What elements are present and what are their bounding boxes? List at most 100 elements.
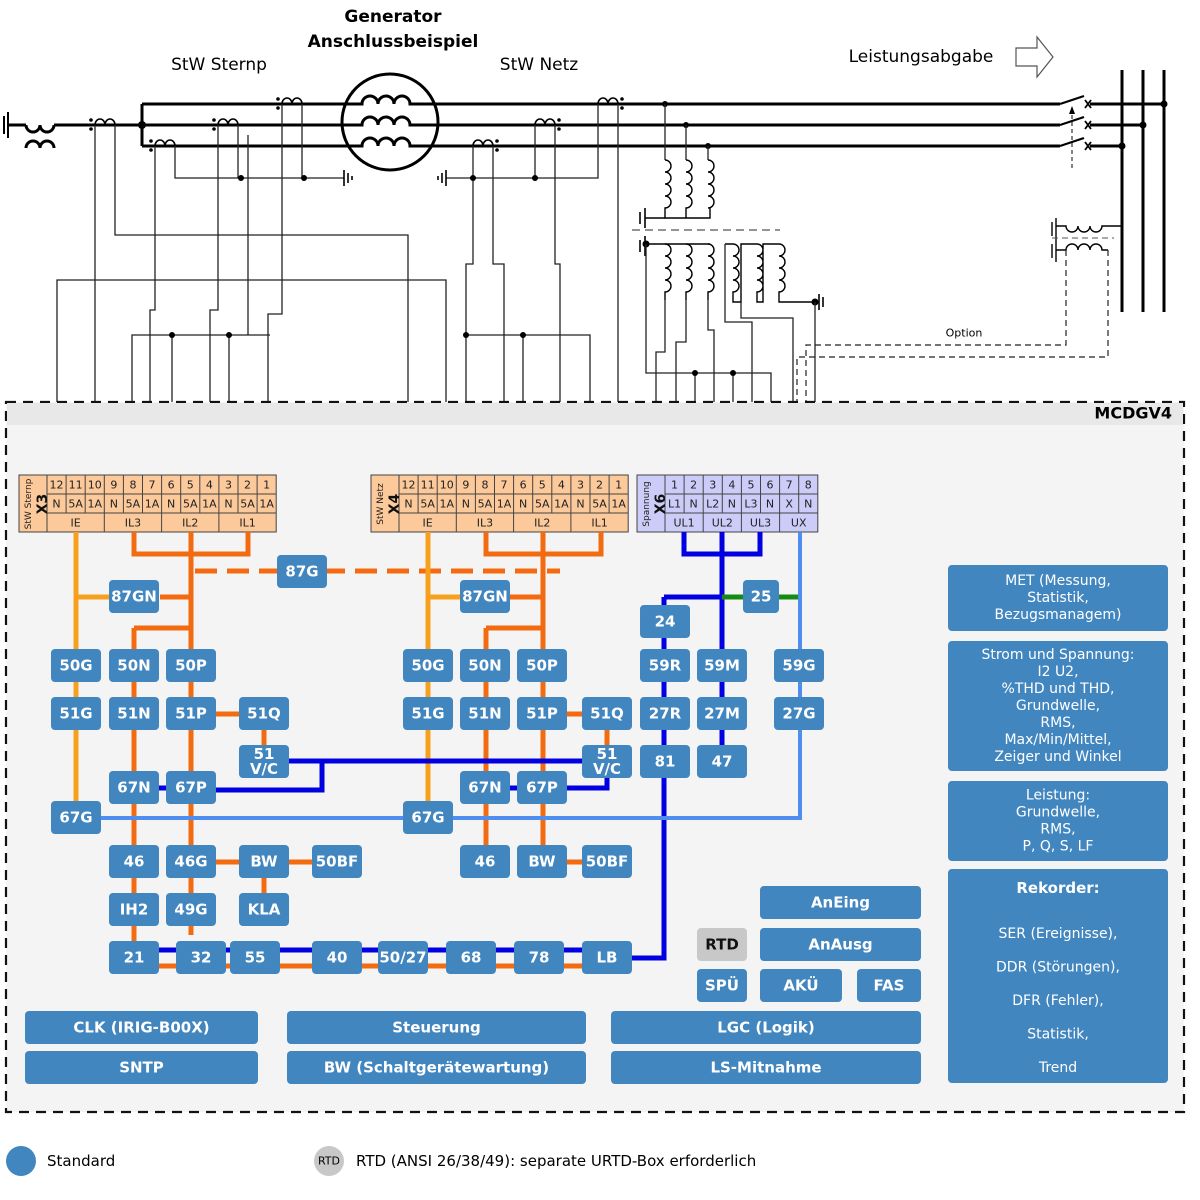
function-label: V/C (593, 760, 621, 778)
function-fkla[interactable]: KLA (239, 893, 289, 926)
function-label: 46 (124, 853, 145, 871)
terminal-pin-number: 6 (520, 479, 527, 492)
terminal-pin-type: N (167, 498, 175, 511)
function-f51p-a[interactable]: 51P (166, 697, 216, 730)
function-f51q-a[interactable]: 51Q (239, 697, 289, 730)
terminal-pin-type: 1A (202, 498, 217, 511)
function-f51p-b[interactable]: 51P (517, 697, 567, 730)
legend-rtd-badge: RTD (318, 1155, 340, 1168)
function-aneing[interactable]: AnEing (760, 886, 921, 919)
function-f50p-b[interactable]: 50P (517, 649, 567, 682)
function-clk[interactable]: CLK (IRIG-B00X) (25, 1011, 258, 1044)
function-f25[interactable]: 25 (743, 580, 779, 613)
terminal-pin-type: N (690, 498, 698, 511)
function-f67g-b[interactable]: 67G (403, 801, 453, 834)
function-rtd[interactable]: RTD (697, 928, 747, 961)
function-f87g[interactable]: 87G (277, 555, 327, 588)
function-f81[interactable]: 81 (640, 745, 690, 778)
function-f67n-b[interactable]: 67N (460, 771, 510, 804)
function-chain-50-27[interactable]: 50/27 (378, 941, 428, 974)
function-ls[interactable]: LS-Mitnahme (611, 1051, 921, 1084)
info-box-line: Zeiger und Winkel (994, 749, 1121, 765)
function-bw-sg[interactable]: BW (Schaltgerätewartung) (287, 1051, 586, 1084)
function-lgc[interactable]: LGC (Logik) (611, 1011, 921, 1044)
function-f27g[interactable]: 27G (774, 697, 824, 730)
function-f46-a[interactable]: 46 (109, 845, 159, 878)
function-f59m[interactable]: 59M (697, 649, 747, 682)
terminal-pin-number: 5 (187, 479, 194, 492)
info-box-line: I2 U2, (1037, 664, 1078, 680)
function-f50bf-a[interactable]: 50BF (312, 845, 362, 878)
terminal-pin-number: 3 (709, 479, 716, 492)
function-fbw-b[interactable]: BW (517, 845, 567, 878)
function-f67p-b[interactable]: 67P (517, 771, 567, 804)
function-f46g[interactable]: 46G (166, 845, 216, 878)
function-f27m[interactable]: 27M (697, 697, 747, 730)
function-f59r[interactable]: 59R (640, 649, 690, 682)
terminal-pin-type: N (519, 498, 527, 511)
terminal-group-label: UL1 (674, 517, 695, 530)
function-f47[interactable]: 47 (697, 745, 747, 778)
function-f87gn-b[interactable]: 87GN (460, 580, 510, 613)
function-steuerung[interactable]: Steuerung (287, 1011, 586, 1044)
function-chain-78[interactable]: 78 (514, 941, 564, 974)
legend: Standard RTD RTD (ANSI 26/38/49): separa… (6, 1146, 756, 1176)
function-sntp[interactable]: SNTP (25, 1051, 258, 1084)
function-f67p-a[interactable]: 67P (166, 771, 216, 804)
terminal-pin-type: N (110, 498, 118, 511)
function-chain-55[interactable]: 55 (230, 941, 280, 974)
function-f51g-b[interactable]: 51G (403, 697, 453, 730)
function-label: 59G (782, 657, 815, 675)
function-f67g-a[interactable]: 67G (51, 801, 101, 834)
terminal-pin-number: 1 (615, 479, 622, 492)
terminal-pin-number: 8 (481, 479, 488, 492)
function-f50p-a[interactable]: 50P (166, 649, 216, 682)
terminal-pin-type: N (766, 498, 774, 511)
function-chain-21[interactable]: 21 (109, 941, 159, 974)
function-label: 51P (175, 705, 207, 723)
terminal-pin-number: 5 (747, 479, 754, 492)
function-f51vc-a[interactable]: 51V/C (239, 745, 289, 778)
ground-icon (437, 170, 447, 186)
info-box-line: DDR (Störungen), (996, 960, 1120, 976)
terminal-pin-type: 5A (535, 498, 550, 511)
function-f51g-a[interactable]: 51G (51, 697, 101, 730)
function-f49g[interactable]: 49G (166, 893, 216, 926)
info-box-title: Rekorder: (1016, 879, 1099, 897)
function-f51vc-b[interactable]: 51V/C (582, 745, 632, 778)
function-f50g-a[interactable]: 50G (51, 649, 101, 682)
terminal-group-label: IE (423, 517, 433, 530)
function-fih2[interactable]: IH2 (109, 893, 159, 926)
function-chain-lb[interactable]: LB (582, 941, 632, 974)
function-chain-68[interactable]: 68 (446, 941, 496, 974)
function-anausg[interactable]: AnAusg (760, 928, 921, 961)
function-f46-b[interactable]: 46 (460, 845, 510, 878)
function-f59g[interactable]: 59G (774, 649, 824, 682)
circuit-breaker-icon (1059, 94, 1085, 148)
function-f27r[interactable]: 27R (640, 697, 690, 730)
function-f50g-b[interactable]: 50G (403, 649, 453, 682)
function-label: 50G (411, 657, 444, 675)
function-f50bf-b[interactable]: 50BF (582, 845, 632, 878)
function-chain-32[interactable]: 32 (176, 941, 226, 974)
function-label: AnAusg (808, 936, 872, 954)
function-f24[interactable]: 24 (640, 605, 690, 638)
function-f51n-a[interactable]: 51N (109, 697, 159, 730)
function-f50n-b[interactable]: 50N (460, 649, 510, 682)
function-f51q-b[interactable]: 51Q (582, 697, 632, 730)
function-spu[interactable]: SPÜ (697, 969, 747, 1002)
info-box-line: Strom und Spannung: (981, 647, 1134, 663)
function-label: 51Q (247, 705, 281, 723)
function-fbw-a[interactable]: BW (239, 845, 289, 878)
terminal-pin-number: 4 (728, 479, 735, 492)
function-fas[interactable]: FAS (857, 969, 921, 1002)
function-aku[interactable]: AKÜ (760, 969, 842, 1002)
function-f50n-a[interactable]: 50N (109, 649, 159, 682)
function-f51n-b[interactable]: 51N (460, 697, 510, 730)
function-f67n-a[interactable]: 67N (109, 771, 159, 804)
function-chain-40[interactable]: 40 (312, 941, 362, 974)
function-label: SPÜ (705, 976, 739, 995)
function-f87gn-a[interactable]: 87GN (109, 580, 159, 613)
info-box-rekorder: Rekorder:SER (Ereignisse),DDR (Störungen… (948, 869, 1168, 1083)
